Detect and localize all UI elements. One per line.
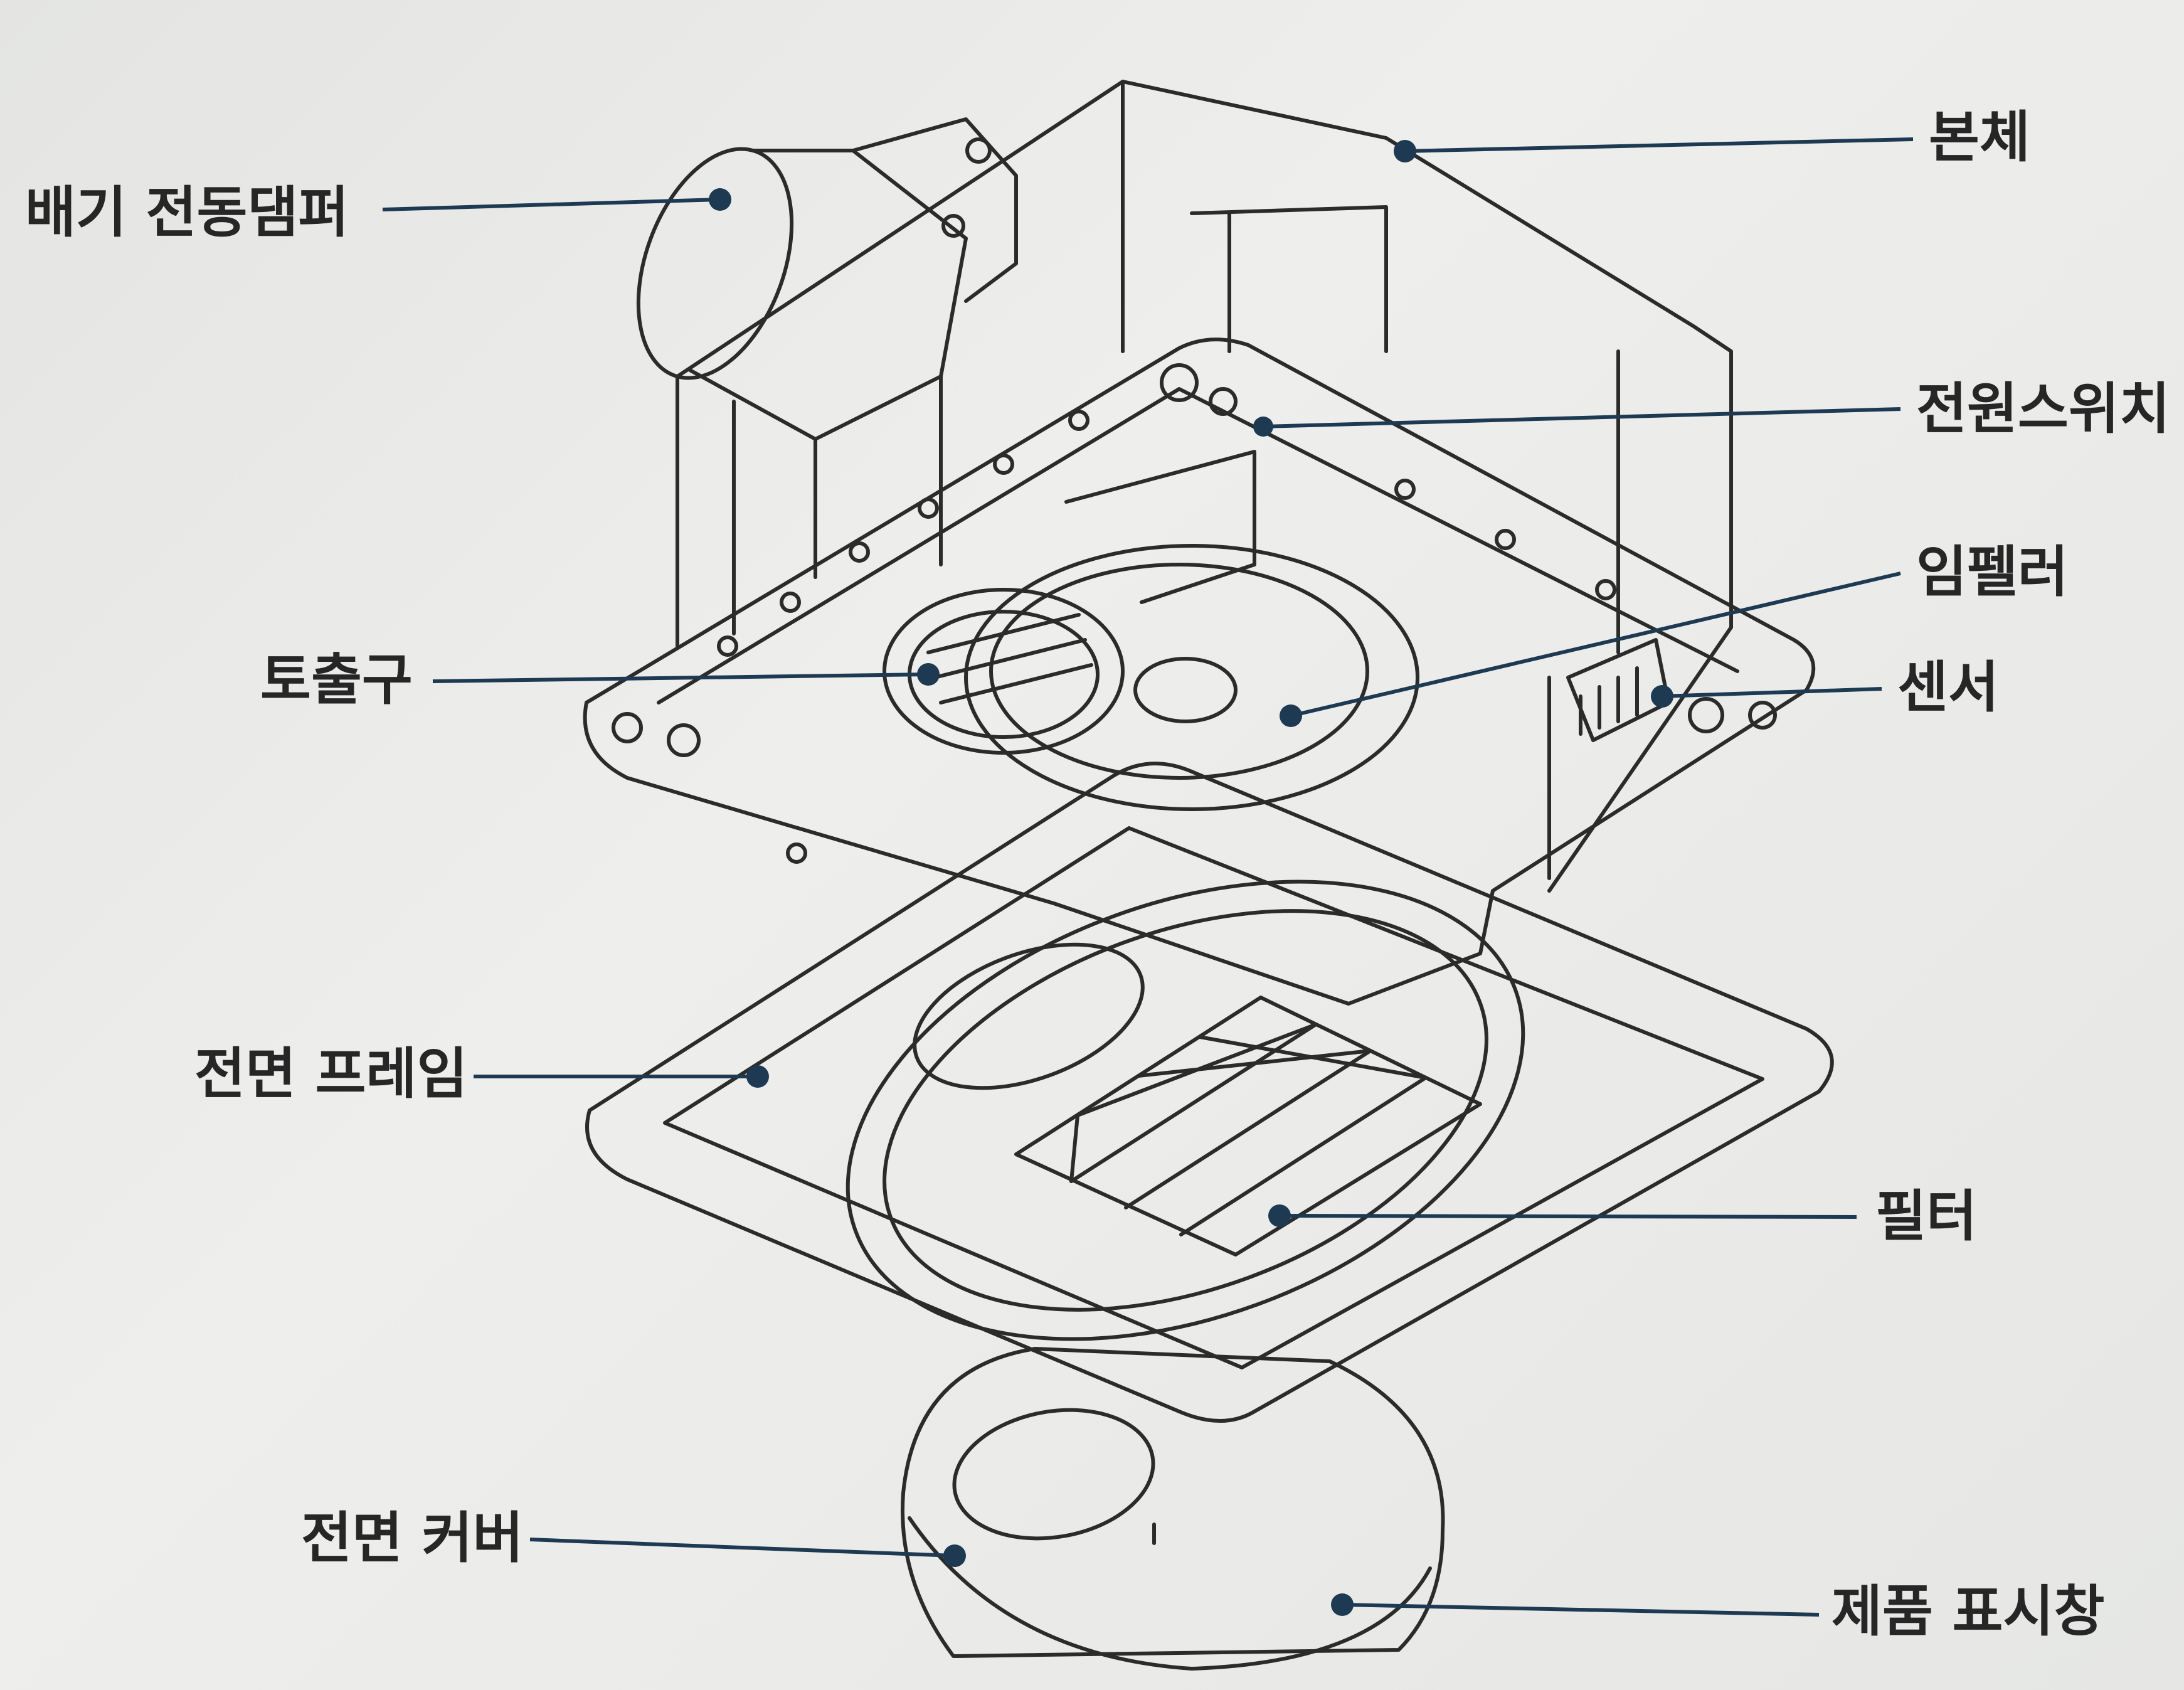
label-front-frame: 전면 프레임 — [194, 1041, 468, 1106]
impeller-housing — [883, 450, 1419, 811]
label-power-switch: 전원스위치 — [1916, 376, 2170, 441]
unit-body — [676, 80, 1733, 893]
label-filter: 필터 — [1875, 1184, 1977, 1248]
front-frame-part — [585, 762, 1834, 1423]
label-exhaust-damper: 배기 전동댐퍼 — [25, 180, 349, 245]
leader-body — [1394, 137, 1914, 162]
exhaust-damper-part — [636, 117, 1018, 579]
leader-outlet — [432, 663, 940, 686]
label-outlet: 토출구 — [260, 647, 413, 712]
label-display-window: 제품 표시창 — [1831, 1579, 2105, 1644]
mounting-plate — [583, 337, 1816, 1006]
leader-filter — [1268, 1204, 1857, 1227]
front-cover-part — [901, 1347, 1445, 1671]
leader-front-cover — [529, 1538, 966, 1567]
leader-impeller — [1280, 571, 1901, 727]
label-body: 본체 — [1929, 105, 2030, 169]
label-sensor: 센서 — [1897, 655, 1999, 720]
label-front-cover: 전면 커버 — [301, 1506, 524, 1570]
leader-sensor — [1651, 685, 1882, 708]
leader-front-frame — [474, 1065, 769, 1088]
leader-display-window — [1331, 1593, 1820, 1617]
filter-part — [1014, 996, 1482, 1257]
leader-power-switch — [1253, 407, 1901, 437]
label-impeller: 임펠러 — [1916, 539, 2069, 604]
leader-exhaust-damper — [382, 188, 731, 211]
